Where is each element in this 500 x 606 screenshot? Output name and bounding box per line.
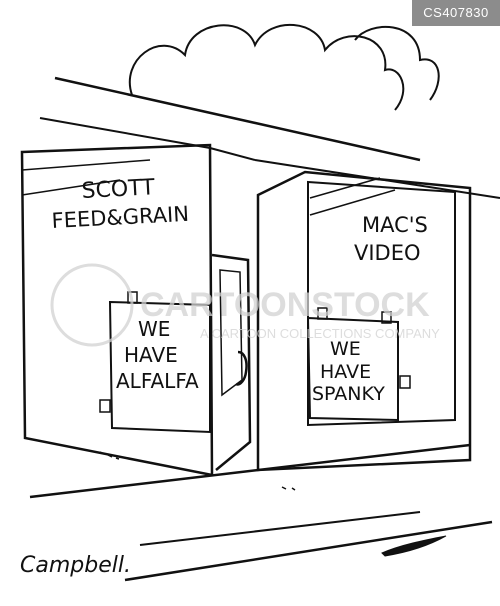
cloud-right	[354, 26, 440, 101]
left-store-name-line1: SCOTT	[81, 175, 156, 204]
left-sign-line2: HAVE	[124, 343, 178, 367]
right-window-glare-2	[309, 189, 396, 216]
left-sign-tape-bottom	[99, 399, 111, 413]
right-building-outline	[256, 170, 472, 472]
door-handle	[235, 350, 248, 386]
right-store-name-line1: MAC'S	[362, 213, 428, 237]
image-id-tag: CS407830	[412, 0, 500, 26]
ground-debris	[381, 535, 447, 557]
right-window-glare	[309, 177, 381, 199]
left-sign-line3: ALFALFA	[116, 369, 199, 393]
right-store-name-line2: VIDEO	[354, 241, 421, 265]
right-sign-board	[306, 316, 399, 422]
building-roof-line	[54, 76, 421, 162]
right-sign-tape-top-left	[317, 307, 328, 320]
right-sign-tape-top-right	[381, 311, 392, 324]
ground-marks-right	[281, 486, 296, 491]
right-sign-tape-side	[399, 375, 411, 389]
left-window-glare-2	[21, 179, 121, 196]
artist-signature: Campbell.	[20, 553, 131, 578]
awning-line-left	[39, 117, 211, 149]
left-window-glare	[21, 159, 151, 171]
watermark-logo-icon	[50, 263, 134, 347]
right-sign-line2: HAVE	[320, 361, 371, 383]
watermark-tagline: A CARTOON COLLECTIONS COMPANY	[200, 326, 440, 341]
door-frame	[211, 253, 252, 471]
left-sign-line1: WE	[138, 317, 170, 341]
left-store-name-line2: FEED&GRAIN	[51, 202, 190, 233]
clouds	[129, 23, 405, 111]
watermark-brand: CARTOONSTOCK	[140, 286, 430, 324]
right-sign-line1: WE	[330, 338, 361, 360]
sidewalk-line-3	[124, 520, 493, 582]
ground-marks-left	[99, 451, 120, 460]
awning-line-middle	[209, 147, 256, 161]
sidewalk-line-2	[139, 511, 421, 546]
right-sign-line3: SPANKY	[312, 383, 385, 405]
left-sign-board	[108, 300, 211, 434]
sidewalk-line-1	[29, 443, 471, 499]
